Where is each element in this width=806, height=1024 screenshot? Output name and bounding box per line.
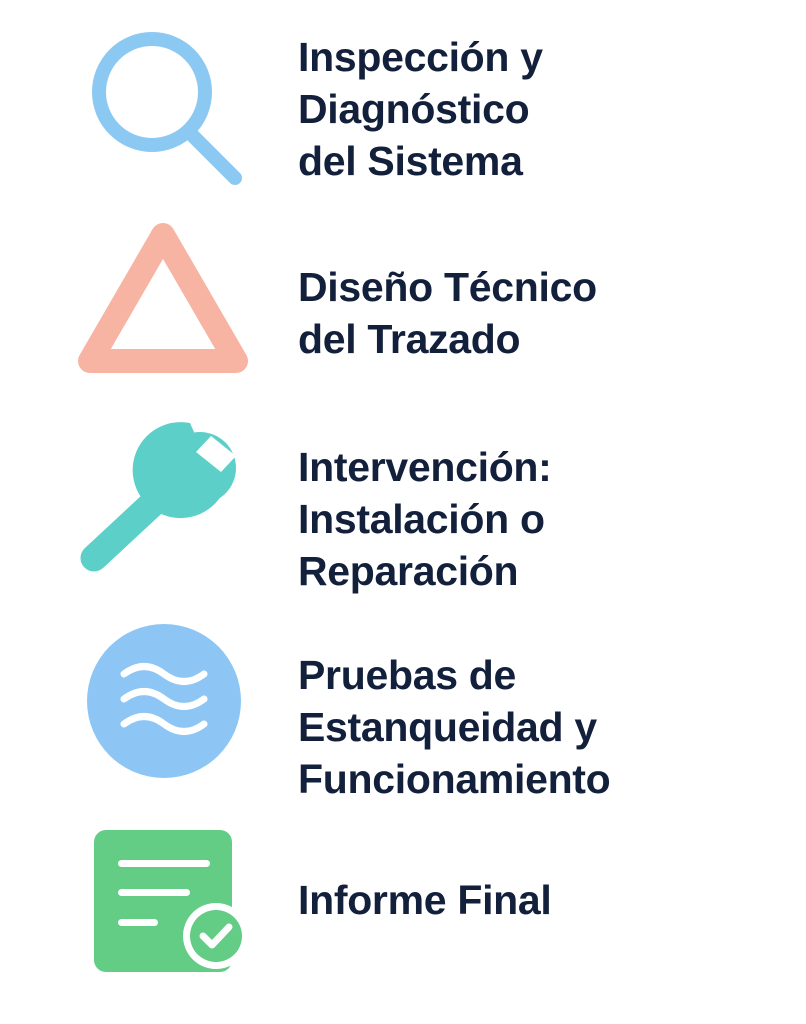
label-line: Diagnóstico bbox=[298, 86, 530, 132]
label-line: del Trazado bbox=[298, 316, 521, 362]
label-line: Funcionamiento bbox=[298, 756, 611, 802]
label-line: Diseño Técnico bbox=[298, 264, 597, 310]
water-waves-icon bbox=[72, 622, 256, 782]
label-line: del Sistema bbox=[298, 138, 523, 184]
label-line: Inspección y bbox=[298, 34, 543, 80]
label-line: Reparación bbox=[298, 548, 519, 594]
step-label: Inspección y Diagnóstico del Sistema bbox=[298, 31, 543, 187]
step-label: Informe Final bbox=[298, 874, 552, 926]
triangle-icon bbox=[72, 218, 256, 378]
wrench-icon bbox=[72, 410, 256, 580]
label-line: Intervención: bbox=[298, 444, 552, 490]
step-label: Intervención: Instalación o Reparación bbox=[298, 441, 552, 597]
step-label: Diseño Técnico del Trazado bbox=[298, 261, 597, 365]
label-line: Instalación o bbox=[298, 496, 545, 542]
step-label: Pruebas de Estanqueidad y Funcionamiento bbox=[298, 649, 611, 805]
report-check-icon bbox=[72, 826, 256, 976]
label-line: Pruebas de bbox=[298, 652, 517, 698]
magnifying-glass-icon bbox=[72, 20, 256, 190]
label-line: Informe Final bbox=[298, 877, 552, 923]
label-line: Estanqueidad y bbox=[298, 704, 597, 750]
